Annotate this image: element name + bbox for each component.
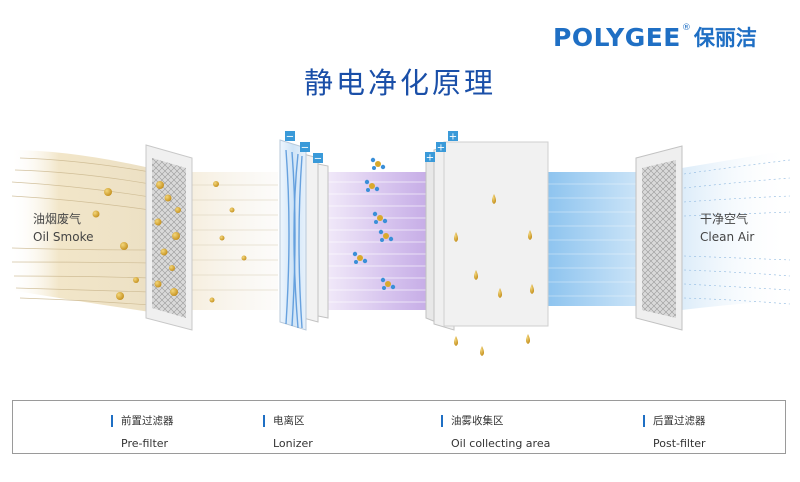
input-label-cn: 油烟废气 — [33, 212, 82, 226]
clean-air-flow — [682, 150, 791, 310]
legend-item-pre-filter: 前置过滤器 Pre-filter — [111, 415, 174, 450]
positive-sign-marker — [448, 131, 458, 141]
negative-sign-marker — [313, 153, 323, 163]
legend-item-ionizer: 电离区 Lonizer — [263, 415, 313, 450]
legend-label-cn: 后置过滤器 — [643, 415, 706, 427]
positive-sign: + — [449, 132, 457, 143]
pre-filter-panel — [145, 144, 193, 331]
electrode-signs: − − − + + + — [285, 131, 458, 165]
legend-label-en: Post-filter — [653, 437, 706, 450]
collector-plate — [443, 141, 549, 327]
output-label-cn: 干净空气 — [700, 212, 749, 226]
legend-label-cn: 油雾收集区 — [441, 415, 550, 427]
flow-band-1 — [188, 172, 278, 310]
positive-sign-marker — [425, 152, 435, 162]
negative-sign: − — [286, 132, 294, 143]
negative-sign-marker — [285, 131, 295, 141]
negative-sign: − — [314, 154, 322, 165]
legend-label-en: Oil collecting area — [451, 437, 551, 450]
legend-label-en: Pre-filter — [121, 437, 169, 450]
page-title: 静电净化原理 — [303, 66, 496, 100]
registered-mark: ® — [681, 23, 691, 33]
input-label-en: Oil Smoke — [33, 230, 94, 244]
legend-item-post-filter: 后置过滤器 Post-filter — [643, 415, 706, 450]
legend-label-en: Lonizer — [273, 437, 313, 450]
output-label: 干净空气 Clean Air — [700, 210, 754, 246]
smoke-flow — [10, 150, 151, 312]
oil-droplets — [454, 194, 534, 356]
legend-label-cn: 前置过滤器 — [111, 415, 174, 427]
input-label: 油烟废气 Oil Smoke — [33, 210, 93, 246]
clean-flow — [548, 172, 644, 306]
oil-particles — [92, 181, 247, 303]
purification-diagram: − − − + + + — [10, 131, 791, 356]
positive-sign: + — [426, 153, 434, 164]
negative-sign-marker — [300, 142, 310, 152]
post-filter-panel — [635, 145, 683, 331]
legend: 前置过滤器 Pre-filter 电离区 Lonizer 油雾收集区 Oil c… — [12, 400, 786, 454]
negative-sign: − — [301, 143, 309, 154]
ion-molecules — [352, 157, 396, 290]
legend-item-oil-collecting: 油雾收集区 Oil collecting area — [441, 415, 550, 450]
positive-sign: + — [437, 143, 445, 154]
brand-name: POLYGEE — [553, 22, 681, 52]
flow-lines-1 — [190, 184, 278, 291]
ionizer-panels — [279, 139, 329, 331]
legend-label-cn: 电离区 — [263, 415, 313, 427]
output-label-en: Clean Air — [700, 230, 755, 244]
brand-logo: POLYGEE ® 保丽洁 — [553, 22, 757, 52]
clean-flow-lines — [548, 183, 644, 297]
brand-name-cn: 保丽洁 — [693, 26, 757, 50]
positive-sign-marker — [436, 142, 446, 152]
